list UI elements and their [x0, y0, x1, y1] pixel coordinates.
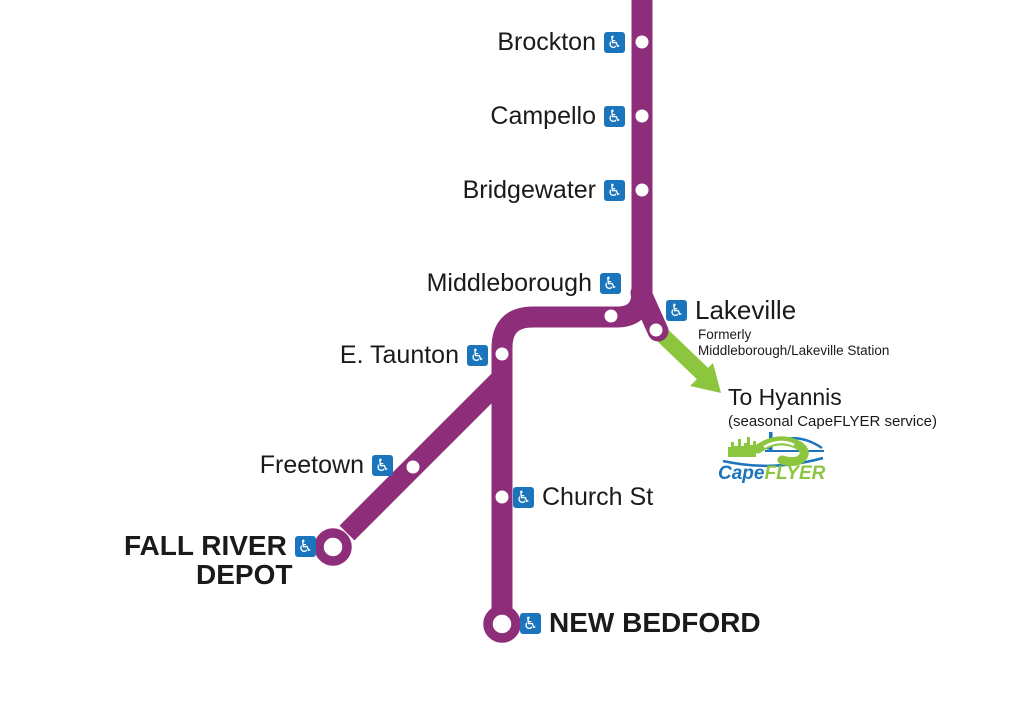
- fall-river-title-row: FALL RIVER ♿: [124, 532, 316, 560]
- lakeville-note-line2: Middleborough/Lakeville Station: [698, 343, 890, 359]
- accessible-icon: ♿: [294, 535, 316, 557]
- station-dot-church-st: [495, 490, 509, 504]
- station-label-e-taunton: E. Taunton: [339, 341, 459, 369]
- station-dot-bridgewater: [635, 183, 649, 197]
- accessible-icon: ♿: [604, 106, 625, 127]
- accessible-icon: ♿: [666, 299, 687, 321]
- accessible-icon: ♿: [520, 612, 541, 634]
- logo-wordmark: CapeFLYER: [718, 463, 826, 483]
- station-dot-lakeville: [649, 323, 663, 337]
- capeflyer-logo: CapeFLYER: [718, 432, 826, 483]
- station-label-lakeville: Lakeville: [695, 295, 797, 325]
- station-middleborough: Middleborough ♿: [427, 271, 621, 296]
- station-dot-e-taunton: [495, 347, 509, 361]
- station-dot-campello: [635, 109, 649, 123]
- lakeville-note: Formerly Middleborough/Lakeville Station: [698, 327, 889, 359]
- station-label-middleborough: Middleborough: [426, 269, 592, 297]
- station-brockton: Brockton ♿: [497, 30, 625, 55]
- station-label-fall-river: FALL RIVER: [124, 530, 287, 561]
- station-label-new-bedford: NEW BEDFORD: [549, 607, 761, 638]
- station-e-taunton: E. Taunton ♿: [340, 343, 488, 368]
- station-label-depot: DEPOT: [196, 559, 293, 590]
- station-label-brockton: Brockton: [497, 28, 596, 56]
- main-line: [491, 0, 653, 610]
- station-lakeville: ♿ Lakeville Formerly Middleborough/Lakev…: [666, 297, 889, 359]
- station-dot-freetown: [406, 460, 420, 474]
- station-dot-brockton: [635, 35, 649, 49]
- station-lakeville-title-row: ♿ Lakeville: [666, 297, 889, 323]
- station-church-st: ♿ Church St: [513, 485, 653, 510]
- accessible-icon: ♿: [600, 273, 621, 294]
- hyannis-sub-label: (seasonal CapeFLYER service): [728, 413, 937, 430]
- accessible-icon: ♿: [467, 345, 488, 366]
- logo-train-window: [763, 440, 795, 449]
- accessible-icon: ♿: [372, 455, 393, 476]
- hyannis-label: To Hyannis: [728, 384, 842, 410]
- terminal-ring-fall-river-depot: [314, 528, 352, 566]
- logo-skyline: [728, 437, 756, 457]
- terminal-ring-new-bedford: [483, 605, 521, 643]
- station-campello: Campello ♿: [490, 104, 625, 129]
- station-label-campello: Campello: [490, 102, 596, 130]
- accessible-icon: ♿: [604, 32, 625, 53]
- station-label-bridgewater: Bridgewater: [462, 176, 596, 204]
- station-bridgewater: Bridgewater ♿: [463, 178, 625, 203]
- logo-wordmark-cape: Cape: [718, 463, 765, 483]
- logo-wordmark-flyer: FLYER: [764, 463, 825, 483]
- fall-river-branch-line: [339, 370, 510, 541]
- station-new-bedford: ♿ NEW BEDFORD: [520, 609, 761, 637]
- station-label-freetown: Freetown: [259, 451, 364, 479]
- accessible-icon: ♿: [513, 487, 534, 508]
- logo-water: [722, 456, 824, 468]
- station-label-church-st: Church St: [542, 483, 654, 511]
- lakeville-note-line1: Formerly: [698, 327, 752, 342]
- station-dot-middleborough: [604, 309, 618, 323]
- hyannis-annotation: To Hyannis (seasonal CapeFLYER service): [728, 384, 937, 430]
- capeflyer-arrow-head: [690, 363, 721, 393]
- station-fall-river-depot: FALL RIVER ♿ DEPOT: [124, 532, 316, 589]
- accessible-icon: ♿: [604, 180, 625, 201]
- station-freetown: Freetown ♿: [260, 453, 393, 478]
